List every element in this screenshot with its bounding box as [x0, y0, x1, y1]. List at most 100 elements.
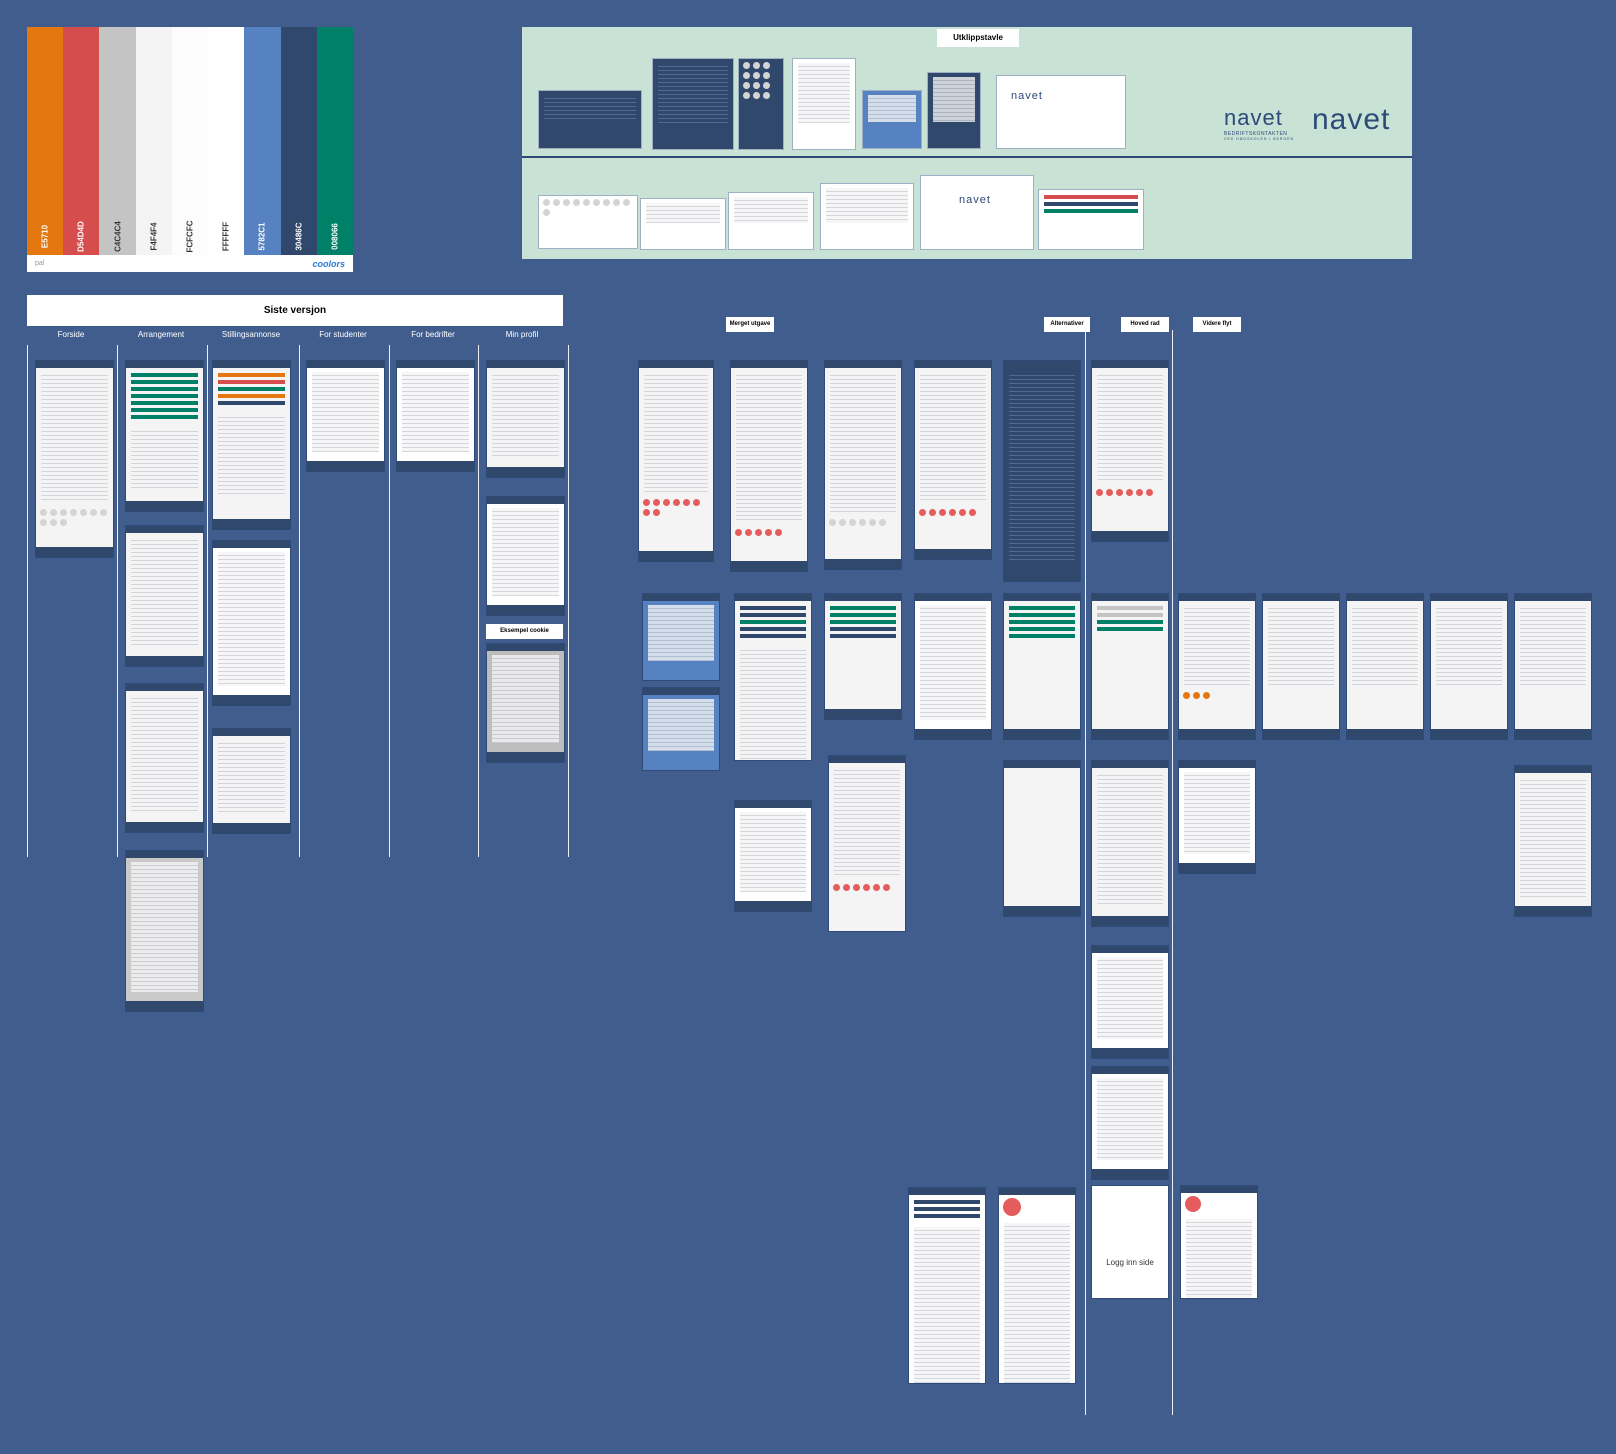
- swatch-hex-label: FCFCFC: [185, 220, 195, 253]
- tag-main-row: Hoved rad: [1121, 317, 1169, 332]
- mock-job-ads-main[interactable]: [1091, 760, 1169, 927]
- mock-merged-home-2[interactable]: [730, 360, 808, 572]
- swatch-hex-label: FFFFFF: [221, 221, 231, 252]
- color-swatch[interactable]: 30486C: [280, 27, 317, 255]
- mock-profile-2[interactable]: [998, 1187, 1076, 1384]
- mock-event-list-main[interactable]: [1091, 593, 1169, 740]
- clipboard-title: Utklippstavle: [937, 29, 1019, 47]
- clip-thumb-10[interactable]: [728, 192, 814, 250]
- clip-thumb-8[interactable]: [538, 195, 638, 249]
- color-swatch[interactable]: E5710: [27, 27, 64, 255]
- mock-flow-6[interactable]: [1514, 765, 1592, 917]
- mock-flow-2[interactable]: [1262, 593, 1340, 740]
- mock-event-list-1[interactable]: [734, 593, 812, 761]
- color-swatch[interactable]: C4C4C4: [99, 27, 136, 255]
- clip-thumb-9[interactable]: [640, 198, 726, 250]
- mock-calendar-1[interactable]: [642, 593, 720, 681]
- mock-forside[interactable]: [35, 360, 114, 558]
- navet-logo-small: navet: [1011, 90, 1043, 102]
- mock-merged-home[interactable]: [638, 360, 714, 562]
- column-divider: [389, 345, 390, 857]
- mock-for-bedrifter-main[interactable]: [1091, 945, 1169, 1059]
- column-divider: [478, 345, 479, 857]
- mock-flow-company[interactable]: [1178, 760, 1256, 874]
- column-label: Min profil: [505, 330, 539, 339]
- mock-calendar-2[interactable]: [642, 687, 720, 771]
- color-swatch[interactable]: FFFFFF: [208, 27, 245, 255]
- clip-thumb-7[interactable]: navet: [996, 75, 1126, 149]
- swatch-hex-label: E5710: [40, 224, 50, 249]
- mock-flow-4[interactable]: [1430, 593, 1508, 740]
- color-swatch[interactable]: 5782C1: [244, 27, 281, 255]
- mock-profile-flow[interactable]: [1180, 1185, 1258, 1299]
- clip-thumb-5[interactable]: [862, 90, 922, 149]
- clip-thumb-2[interactable]: [652, 58, 734, 150]
- mock-personvern[interactable]: [486, 496, 565, 616]
- column-divider: [117, 345, 118, 857]
- column-label: Stillingsannonse: [221, 330, 281, 339]
- clip-thumb-13[interactable]: [1038, 189, 1144, 250]
- section-latest-version-title: Siste versjon: [27, 295, 563, 326]
- mock-arrangement-cookie[interactable]: [125, 850, 204, 1012]
- mock-login-page[interactable]: Logg inn side: [1091, 1185, 1169, 1299]
- column-label: For bedrifter: [411, 330, 455, 339]
- mock-flow-3[interactable]: [1346, 593, 1424, 740]
- mock-flow-5[interactable]: [1514, 593, 1592, 740]
- mock-event-list-2[interactable]: [824, 593, 902, 720]
- column-divider: [568, 345, 569, 857]
- mock-for-bedrifter[interactable]: [396, 360, 475, 472]
- column-label: Arrangement: [137, 330, 185, 339]
- mock-event-list-3[interactable]: [914, 593, 992, 740]
- palette-name: pal: [35, 260, 45, 267]
- login-page-label: Logg inn side: [1106, 1258, 1154, 1267]
- mock-for-studenter[interactable]: [306, 360, 385, 472]
- clip-thumb-12[interactable]: navet: [920, 175, 1034, 250]
- mock-alt-home-dark[interactable]: [1003, 360, 1081, 582]
- coolors-logo: coolors: [312, 258, 345, 269]
- cookie-example-label: Eksempel cookie: [486, 624, 563, 639]
- clip-thumb-11[interactable]: [820, 183, 914, 250]
- mock-min-profil[interactable]: [486, 360, 565, 478]
- clip-thumb-6[interactable]: [927, 72, 981, 149]
- mock-arrangement-2[interactable]: [125, 525, 204, 667]
- mock-flow-1[interactable]: [1178, 593, 1256, 740]
- mock-for-studenter-main[interactable]: [1091, 1066, 1169, 1180]
- swatch-hex-label: 30486C: [294, 222, 304, 251]
- mock-stillingsannonse-3[interactable]: [212, 728, 291, 834]
- mock-profile-1[interactable]: [908, 1187, 986, 1384]
- tag-merged-version: Merget utgave: [726, 317, 774, 332]
- tag-alternatives: Alternativer: [1044, 317, 1090, 332]
- mock-event-list-4[interactable]: [1003, 593, 1081, 740]
- board-divider-2: [1172, 330, 1173, 1415]
- color-swatch[interactable]: FCFCFC: [171, 27, 209, 255]
- mock-alt-home-2[interactable]: [914, 360, 992, 560]
- clip-thumb-4[interactable]: [792, 58, 856, 150]
- mock-stillingsannonse-2[interactable]: [212, 540, 291, 706]
- column-divider: [207, 345, 208, 857]
- swatch-hex-label: 008066: [330, 223, 340, 250]
- mock-job-ads-merged[interactable]: [828, 755, 906, 932]
- mock-main-home[interactable]: [1091, 360, 1169, 542]
- mock-arrangement-3[interactable]: [125, 683, 204, 833]
- column-label: Forside: [57, 330, 85, 339]
- mock-alt-home-1[interactable]: [824, 360, 902, 570]
- color-swatch[interactable]: F4F4F4: [135, 27, 172, 255]
- clip-thumb-3[interactable]: [738, 58, 784, 150]
- mock-company-page[interactable]: [734, 800, 812, 912]
- swatch-hex-label: D54D4D: [76, 221, 86, 252]
- column-divider: [299, 345, 300, 857]
- swatch-hex-label: F4F4F4: [149, 222, 159, 251]
- mock-arrangement-1[interactable]: [125, 360, 204, 512]
- navet-logo-with-tagline: navet BEDRIFTSKONTAKTEN VED HØGSKOLEN I …: [1224, 105, 1295, 141]
- board-divider-1: [1085, 330, 1086, 1415]
- mock-alt-blank[interactable]: [1003, 760, 1081, 917]
- mock-stillingsannonse-1[interactable]: [212, 360, 291, 530]
- navet-logo-thumb: navet: [959, 194, 991, 206]
- clip-thumb-1[interactable]: [538, 90, 642, 149]
- color-swatch[interactable]: D54D4D: [63, 27, 100, 255]
- mock-cookie-example[interactable]: [486, 643, 565, 763]
- navet-logo-large: navet: [1312, 103, 1391, 136]
- color-swatch[interactable]: 008066: [316, 27, 353, 255]
